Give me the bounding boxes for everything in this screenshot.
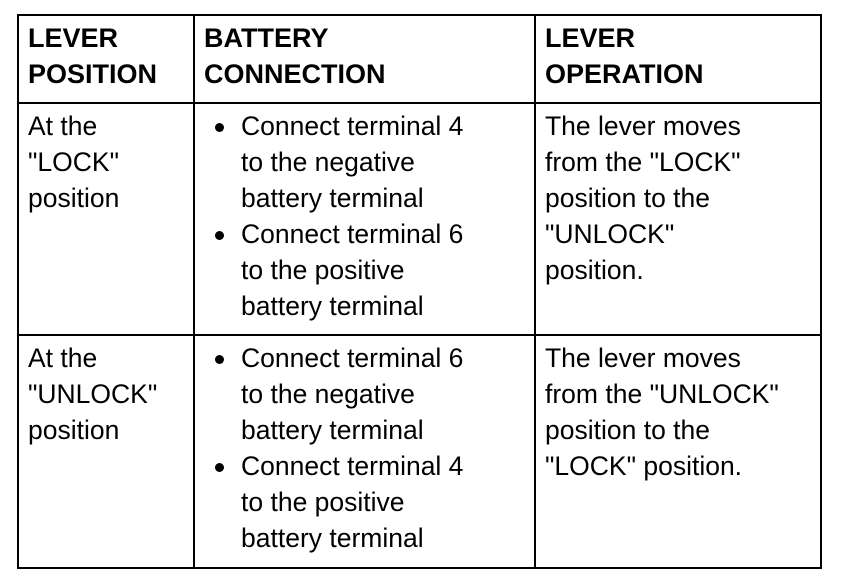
lever-battery-table: LEVER POSITION BATTERY CONNECTION LEVER … <box>17 14 822 569</box>
cell-connection: Connect terminal 6 to the negative batte… <box>193 334 536 569</box>
connection-list: Connect terminal 4 to the negative batte… <box>204 108 530 324</box>
list-item: Connect terminal 6 to the negative batte… <box>204 340 530 448</box>
cell-text: to the negative <box>241 147 415 177</box>
cell-text: At the <box>28 343 98 373</box>
cell-connection: Connect terminal 4 to the negative batte… <box>193 102 536 336</box>
header-text: OPERATION <box>545 59 704 89</box>
header-text: LEVER <box>545 23 636 53</box>
table-row: At the "LOCK" position Connect terminal … <box>17 102 822 336</box>
header-text: BATTERY <box>204 23 329 53</box>
cell-text: battery terminal <box>241 291 424 321</box>
cell-text: Connect terminal 6 <box>241 219 464 249</box>
cell-text: battery terminal <box>241 183 424 213</box>
list-item: Connect terminal 4 to the positive batte… <box>204 448 530 556</box>
cell-text: "UNLOCK" <box>545 219 675 249</box>
cell-text: position <box>28 183 120 213</box>
bullet-icon <box>215 355 224 364</box>
header-row: LEVER POSITION BATTERY CONNECTION LEVER … <box>17 14 822 104</box>
cell-text: "LOCK" position. <box>545 451 743 481</box>
cell-operation: The lever moves from the "LOCK" position… <box>534 102 822 336</box>
bullet-icon <box>215 123 224 132</box>
cell-text: battery terminal <box>241 523 424 553</box>
cell-operation: The lever moves from the "UNLOCK" positi… <box>534 334 822 569</box>
list-item: Connect terminal 6 to the positive batte… <box>204 216 530 324</box>
cell-text: At the <box>28 111 98 141</box>
cell-text: Connect terminal 6 <box>241 343 464 373</box>
cell-text: position to the <box>545 415 711 445</box>
cell-text: "UNLOCK" <box>28 379 158 409</box>
cell-text: battery terminal <box>241 415 424 445</box>
header-lever-position: LEVER POSITION <box>17 14 195 104</box>
connection-list: Connect terminal 6 to the negative batte… <box>204 340 530 556</box>
header-text: CONNECTION <box>204 59 386 89</box>
bullet-icon <box>215 463 224 472</box>
header-lever-operation: LEVER OPERATION <box>534 14 822 104</box>
cell-text: "LOCK" <box>28 147 119 177</box>
cell-text: from the "UNLOCK" <box>545 379 779 409</box>
cell-text: position. <box>545 255 644 285</box>
cell-text: The lever moves <box>545 343 741 373</box>
cell-text: to the positive <box>241 487 405 517</box>
bullet-icon <box>215 231 224 240</box>
cell-position: At the "UNLOCK" position <box>17 334 195 569</box>
cell-text: The lever moves <box>545 111 741 141</box>
list-item: Connect terminal 4 to the negative batte… <box>204 108 530 216</box>
cell-text: to the positive <box>241 255 405 285</box>
cell-text: to the negative <box>241 379 415 409</box>
cell-text: position to the <box>545 183 711 213</box>
table-row: At the "UNLOCK" position Connect termina… <box>17 334 822 569</box>
header-text: POSITION <box>28 59 158 89</box>
cell-text: Connect terminal 4 <box>241 451 464 481</box>
header-battery-connection: BATTERY CONNECTION <box>193 14 536 104</box>
cell-text: Connect terminal 4 <box>241 111 464 141</box>
cell-text: position <box>28 415 120 445</box>
cell-position: At the "LOCK" position <box>17 102 195 336</box>
header-text: LEVER <box>28 23 119 53</box>
cell-text: from the "LOCK" <box>545 147 741 177</box>
